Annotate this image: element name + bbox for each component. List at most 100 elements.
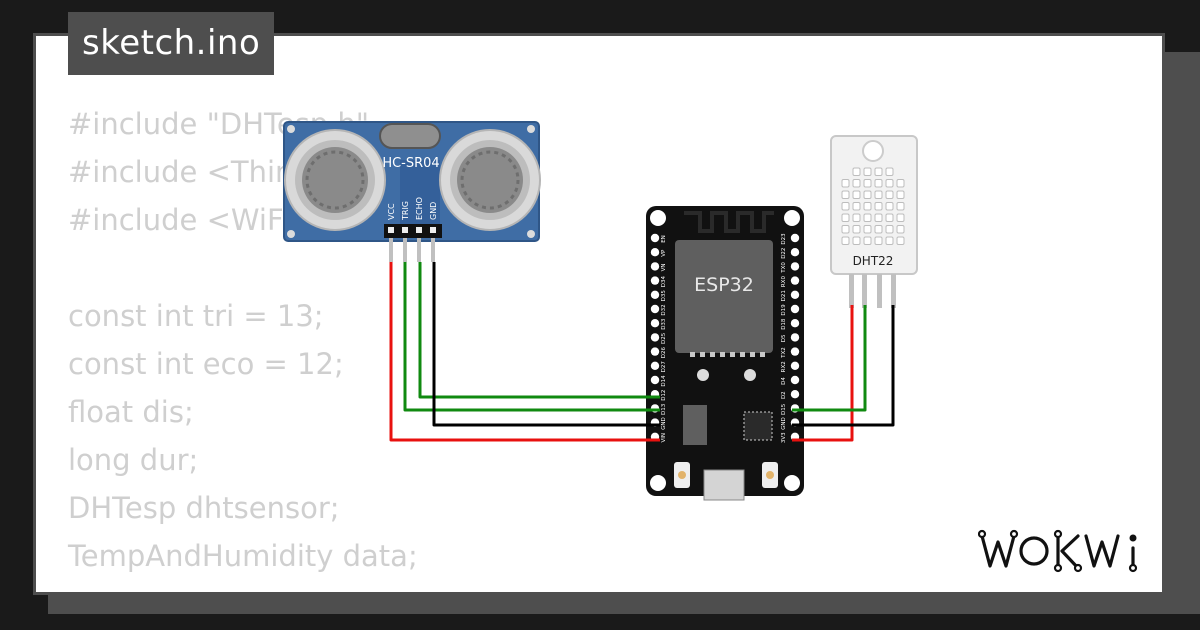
esp32-pin-d23[interactable] bbox=[790, 233, 800, 243]
esp32-pin-d32[interactable] bbox=[650, 304, 660, 314]
pin-label-gnd: GND bbox=[429, 202, 438, 220]
esp32-pin-label: RX2 bbox=[781, 361, 787, 372]
esp32-pin-label: D14 bbox=[661, 375, 667, 387]
esp32-pin-d18[interactable] bbox=[790, 319, 800, 328]
mount-hole-icon bbox=[527, 125, 535, 133]
ultrasonic-sensor[interactable]: HC-SR04 VCC TRIG ECHO GND bbox=[283, 121, 541, 262]
wires bbox=[389, 262, 895, 442]
esp32-pin-d34[interactable] bbox=[650, 276, 660, 285]
esp32-pin-label: D33 bbox=[661, 318, 667, 330]
dht22-label: DHT22 bbox=[853, 254, 894, 268]
grill-slot bbox=[841, 190, 850, 199]
file-tab[interactable]: sketch.ino bbox=[68, 12, 275, 75]
esp32-pin-label: D15 bbox=[781, 403, 787, 415]
mount-hole-icon bbox=[862, 140, 884, 162]
esp32-pin-d26[interactable] bbox=[650, 347, 660, 356]
esp32-pin-label: D18 bbox=[781, 318, 787, 330]
esp32-pin-rx2[interactable] bbox=[790, 361, 800, 370]
esp32-pin-label: VIN bbox=[661, 433, 667, 443]
esp32-pin-d2[interactable] bbox=[790, 390, 800, 399]
regulator-chip bbox=[683, 405, 707, 445]
grill-slot bbox=[841, 236, 850, 245]
grill-slot bbox=[874, 225, 883, 234]
mount-hole-icon bbox=[784, 210, 800, 226]
grill-slot bbox=[885, 167, 894, 176]
esp32-pin-d21[interactable] bbox=[790, 290, 800, 299]
grill-slot bbox=[852, 179, 861, 188]
grill-slot bbox=[841, 225, 850, 234]
grill-slot bbox=[863, 179, 872, 188]
esp32-pin-label: 3V3 bbox=[781, 432, 787, 443]
grill-slot bbox=[885, 213, 894, 222]
esp32-pin-d25[interactable] bbox=[650, 333, 660, 342]
grill-slot bbox=[874, 190, 883, 199]
esp32-pin-label: D23 bbox=[781, 233, 787, 245]
esp32-pin-label: TX2 bbox=[781, 347, 787, 359]
transducer-left-icon bbox=[284, 129, 386, 231]
wire-gnd-ultrasonic bbox=[432, 262, 660, 427]
grill-slot bbox=[896, 202, 905, 211]
grill-slot bbox=[896, 179, 905, 188]
grill-slot bbox=[863, 202, 872, 211]
esp32-pin-label: D35 bbox=[661, 290, 667, 302]
grill-slot bbox=[863, 236, 872, 245]
grill-slot bbox=[874, 213, 883, 222]
esp32-pin-d4[interactable] bbox=[790, 375, 800, 385]
grill-slot bbox=[863, 213, 872, 222]
grill-slot bbox=[885, 236, 894, 245]
grill-slot bbox=[874, 202, 883, 211]
ultrasonic-pin-labels: VCC TRIG ECHO GND bbox=[387, 197, 438, 221]
esp32-pin-label: D5 bbox=[781, 334, 787, 342]
mount-hole-icon bbox=[650, 475, 666, 491]
grill-slot bbox=[896, 190, 905, 199]
esp32-pin-label: D26 bbox=[661, 346, 667, 358]
crystal-icon bbox=[379, 123, 441, 149]
esp32-pin-label: D32 bbox=[661, 304, 667, 315]
esp32-pin-d33[interactable] bbox=[650, 319, 660, 328]
grill-slot bbox=[863, 225, 872, 234]
mount-hole-icon bbox=[650, 210, 666, 226]
esp32-pin-label: D25 bbox=[661, 332, 667, 344]
grill-slot bbox=[874, 236, 883, 245]
esp32-pin-label: D19 bbox=[781, 304, 787, 316]
esp32-board[interactable]: ESP32 ENVPVND34D35D32D33D25D26D27D14D12D… bbox=[646, 206, 804, 501]
grill-slot bbox=[885, 190, 894, 199]
mount-hole-icon bbox=[784, 475, 800, 491]
esp32-pin-d27[interactable] bbox=[650, 361, 660, 370]
led-icon bbox=[697, 369, 709, 381]
grill-slot bbox=[852, 190, 861, 199]
code-panel bbox=[33, 33, 1165, 595]
esp32-pin-label: D34 bbox=[661, 275, 667, 287]
esp32-pin-rx0[interactable] bbox=[790, 276, 800, 285]
trace-area bbox=[400, 160, 440, 228]
esp32-pin-label: GND bbox=[781, 417, 787, 430]
esp32-pin-vp[interactable] bbox=[650, 248, 660, 257]
esp32-pin-vn[interactable] bbox=[650, 262, 660, 271]
esp32-pin-d5[interactable] bbox=[790, 333, 800, 342]
esp32-pin-label: GND bbox=[661, 417, 667, 430]
esp32-pin-tx2[interactable] bbox=[790, 347, 800, 356]
grill-slot bbox=[852, 202, 861, 211]
wire-echo bbox=[418, 262, 660, 399]
esp32-pin-d14[interactable] bbox=[650, 375, 660, 385]
esp32-pin-en[interactable] bbox=[650, 233, 660, 243]
usb-uart-chip bbox=[743, 411, 773, 441]
wire-vcc-ultrasonic bbox=[389, 262, 660, 442]
dht22-grill-icon bbox=[841, 167, 905, 245]
dht22-sensor[interactable]: DHT22 bbox=[830, 135, 918, 308]
grill-slot bbox=[896, 213, 905, 222]
grill-slot bbox=[896, 236, 905, 245]
esp32-pin-tx0[interactable] bbox=[790, 262, 800, 271]
antenna-icon bbox=[684, 211, 774, 233]
esp32-pin-d22[interactable] bbox=[790, 248, 800, 257]
grill-slot bbox=[863, 167, 872, 176]
code-line: const int eco = 12; bbox=[68, 347, 344, 381]
grill-slot bbox=[885, 179, 894, 188]
grill-slot bbox=[874, 179, 883, 188]
esp32-module bbox=[675, 240, 773, 353]
esp32-pin-d19[interactable] bbox=[790, 304, 800, 314]
esp32-pin-d35[interactable] bbox=[650, 290, 660, 299]
led-icon bbox=[744, 369, 756, 381]
code-line: TempAndHumidity data; bbox=[68, 539, 418, 573]
module-castellations bbox=[690, 352, 765, 357]
